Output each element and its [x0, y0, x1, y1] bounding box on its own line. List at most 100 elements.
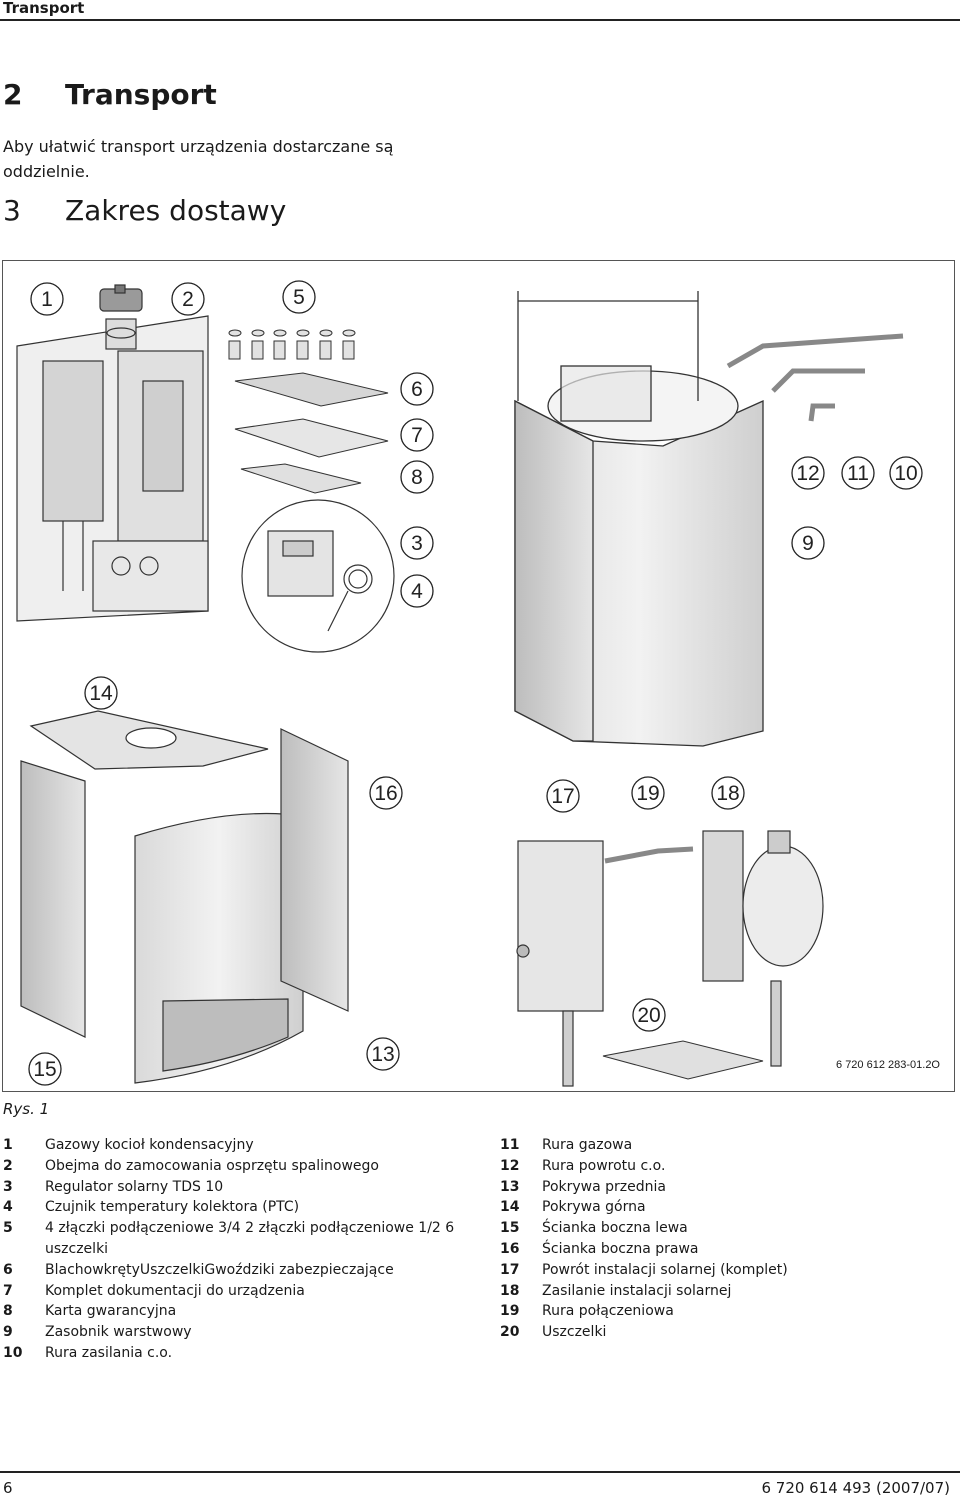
callout-circle: [28, 1052, 62, 1086]
legend-text: Ścianka boczna prawa: [542, 1240, 699, 1257]
callout-2: 2: [171, 282, 205, 316]
legend-number: 9: [3, 1324, 13, 1341]
callout-6: 6: [400, 372, 434, 406]
callout-19: 19: [631, 776, 665, 810]
connection-fittings: [228, 329, 356, 360]
callout-circle: [791, 526, 825, 560]
legend-item: 4 Czujnik temperatury kolektora (PTC): [3, 1197, 463, 1218]
header-title: Transport: [3, 0, 85, 17]
legend-text: Zasobnik warstwowy: [45, 1324, 192, 1341]
legend-text: Zasilanie instalacji solarnej: [542, 1282, 732, 1299]
legend-text: Rura powrotu c.o.: [542, 1157, 666, 1174]
legend-item: 8 Karta gwarancyjna: [3, 1301, 463, 1322]
callout-label: 1: [41, 288, 53, 311]
solar-supply-set: [702, 830, 824, 1067]
callout-label: 10: [894, 462, 917, 485]
legend-number: 3: [3, 1178, 13, 1195]
callout-4: 4: [400, 574, 434, 608]
legend-number: 6: [3, 1261, 13, 1278]
footer-rule: [0, 1471, 960, 1473]
callout-circle: [546, 779, 580, 813]
figure-code: 6 720 612 283-01.2O: [836, 1059, 940, 1071]
callout-12: 12: [791, 456, 825, 490]
callout-circle: [400, 574, 434, 608]
solar-regulator-sensor: [241, 499, 395, 653]
callout-18: 18: [711, 776, 745, 810]
callout-11: 11: [841, 456, 875, 490]
callout-label: 7: [411, 424, 423, 447]
top-cover: [29, 710, 269, 770]
legend-number: 12: [500, 1157, 520, 1174]
callout-circle: [400, 526, 434, 560]
pipes: [726, 333, 904, 422]
transport-paragraph: Aby ułatwić transport urządzenia dostarc…: [3, 137, 394, 181]
callout-label: 2: [182, 288, 194, 311]
callout-circle: [84, 676, 118, 710]
callout-9: 9: [791, 526, 825, 560]
callout-circle: [400, 460, 434, 494]
callout-label: 13: [371, 1043, 394, 1066]
callout-label: 19: [636, 782, 659, 805]
callout-7: 7: [400, 418, 434, 452]
legend-number: 4: [3, 1199, 13, 1216]
callout-14: 14: [84, 676, 118, 710]
small-parts-sheets: [234, 372, 389, 494]
callout-circle: [889, 456, 923, 490]
callout-circle: [400, 372, 434, 406]
legend-item: 13 Pokrywa przednia: [500, 1177, 940, 1198]
callout-16: 16: [369, 776, 403, 810]
legend-text: Karta gwarancyjna: [45, 1303, 177, 1320]
callout-label: 8: [411, 466, 423, 489]
callout-3: 3: [400, 526, 434, 560]
callout-17: 17: [546, 779, 580, 813]
header-rule: [0, 19, 960, 21]
legend-number: 13: [500, 1178, 520, 1195]
document-id: 6 720 614 493 (2007/07): [761, 1479, 950, 1497]
callout-1: 1: [30, 282, 64, 316]
callout-label: 11: [847, 462, 869, 485]
figure-caption: Rys. 1: [3, 1100, 50, 1118]
legend-text: Pokrywa górna: [542, 1199, 646, 1216]
legend-number: 8: [3, 1303, 13, 1320]
callout-circle: [171, 282, 205, 316]
legend-number: 10: [3, 1344, 23, 1361]
callout-label: 3: [411, 532, 423, 555]
legend-number: 11: [500, 1137, 520, 1153]
legend-number: 14: [500, 1199, 520, 1216]
front-cover: [134, 812, 304, 1084]
callout-label: 16: [374, 782, 397, 805]
legend-number: 15: [500, 1220, 520, 1237]
legend-text: Pokrywa przednia: [542, 1178, 666, 1195]
legend-text: Czujnik temperatury kolektora (PTC): [45, 1199, 300, 1216]
connecting-pipe: [604, 846, 694, 864]
callout-label: 20: [637, 1004, 660, 1027]
legend-number: 18: [500, 1282, 520, 1299]
flue-clamp: [99, 284, 143, 312]
callout-13: 13: [366, 1037, 400, 1071]
callout-15: 15: [28, 1052, 62, 1086]
section-title: Zakres dostawy: [65, 194, 287, 227]
callout-circle: [631, 776, 665, 810]
legend-text: Rura połączeniowa: [542, 1303, 674, 1320]
callout-5: 5: [282, 280, 316, 314]
callout-circle: [711, 776, 745, 810]
legend-text: Gazowy kocioł kondensacyjny: [45, 1137, 254, 1153]
callout-label: 12: [796, 462, 819, 485]
gaskets-sheet: [602, 1040, 764, 1080]
callout-label: 18: [716, 782, 739, 805]
